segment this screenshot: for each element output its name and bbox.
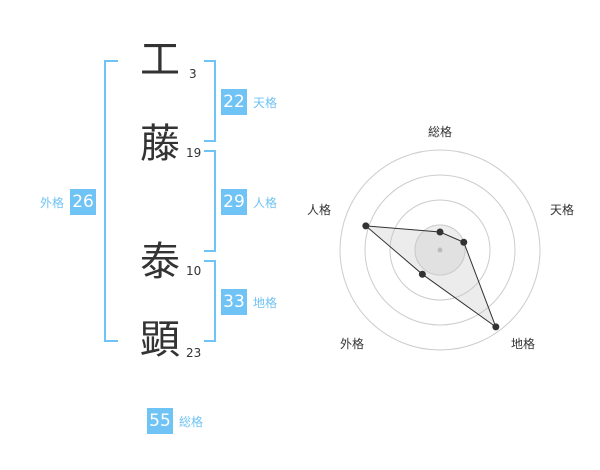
name-char-4: 顕	[140, 317, 180, 363]
gaikaku-badge: 外格 26	[40, 189, 97, 215]
name-char-1: 工	[140, 37, 180, 83]
jinkaku-badge: 29 人格	[221, 189, 277, 215]
radar-point-3	[492, 323, 500, 331]
radar-label-soukaku: 総格	[428, 125, 453, 139]
name-char-3: 泰	[140, 239, 180, 285]
radar-point-2	[460, 238, 468, 246]
radar-point-1	[436, 228, 444, 236]
name-char-2: 藤	[140, 121, 180, 167]
chikaku-badge: 33 地格	[221, 289, 277, 315]
chikaku-label: 地格	[253, 295, 278, 310]
tenkaku-badge: 22 天格	[221, 89, 277, 115]
tenkaku-bracket	[204, 60, 216, 142]
gaikaku-label: 外格	[40, 195, 65, 210]
stroke-count-2: 19	[186, 146, 202, 160]
jinkaku-label: 人格	[253, 195, 278, 210]
tenkaku-value: 22	[221, 89, 247, 115]
gaikaku-bracket	[104, 60, 118, 342]
gaikaku-value: 26	[70, 189, 97, 215]
stroke-count-1: 3	[189, 67, 197, 81]
soukaku-label: 総格	[179, 414, 204, 429]
stroke-count-4: 23	[186, 346, 202, 360]
soukaku-value: 55	[147, 408, 173, 434]
radar-data-polygon	[364, 225, 497, 329]
jinkaku-bracket	[204, 150, 216, 252]
radar-point-4	[418, 270, 426, 278]
radar-label-gaikaku: 外格	[340, 337, 365, 351]
tenkaku-label: 天格	[253, 95, 278, 110]
radar-label-tenkaku: 天格	[550, 203, 575, 217]
radar-ring-2	[389, 199, 491, 301]
radar-ring-4	[339, 149, 541, 351]
chikaku-value: 33	[221, 289, 247, 315]
radar-point-5	[362, 222, 370, 230]
chikaku-bracket	[204, 260, 216, 342]
radar-label-chikaku: 地格	[511, 337, 536, 351]
soukaku-badge: 55 総格	[147, 408, 203, 434]
jinkaku-value: 29	[221, 189, 247, 215]
radar-ring-3	[364, 174, 516, 326]
radar-center-dot	[437, 247, 443, 253]
stroke-count-3: 10	[186, 264, 202, 278]
radar-label-jinkaku: 人格	[307, 203, 332, 217]
